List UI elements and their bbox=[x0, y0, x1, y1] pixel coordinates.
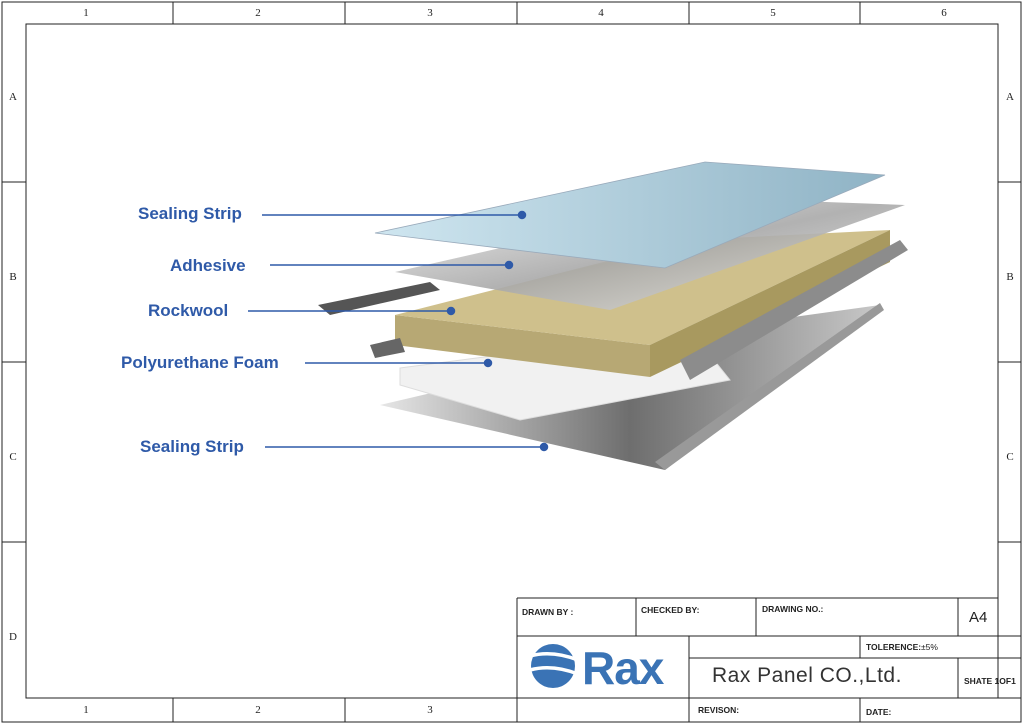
column-label: 1 bbox=[83, 704, 89, 716]
column-label: 2 bbox=[255, 704, 261, 716]
column-label: 6 bbox=[941, 7, 947, 19]
sheet-number: SHATE 1OF1 bbox=[964, 676, 1016, 686]
row-label: B bbox=[9, 271, 17, 283]
paper-size: A4 bbox=[969, 609, 988, 626]
row-label: A bbox=[9, 91, 17, 103]
right-rail bbox=[680, 240, 908, 380]
company-name: Rax Panel CO.,Ltd. bbox=[712, 664, 902, 687]
callout-rockwool: Rockwool bbox=[148, 301, 229, 320]
drawing-no-label: DRAWING NO.: bbox=[762, 604, 824, 614]
top-blue-sheet bbox=[374, 161, 886, 269]
rockwool-end bbox=[650, 230, 890, 377]
tolerance-value: ±5% bbox=[921, 642, 938, 652]
row-label: D bbox=[9, 631, 17, 643]
column-label: 1 bbox=[83, 7, 89, 19]
checked-by-label: CHECKED BY: bbox=[641, 605, 700, 615]
tolerance-label: TOLERENCE: bbox=[866, 642, 922, 652]
row-label: B bbox=[1006, 271, 1014, 283]
column-label: 2 bbox=[255, 7, 261, 19]
column-label: 5 bbox=[770, 7, 776, 19]
rax-logo-text: Rax bbox=[582, 642, 664, 694]
callout-sealing-strip-bottom: Sealing Strip bbox=[140, 437, 244, 456]
callout-polyurethane-foam: Polyurethane Foam bbox=[121, 353, 279, 372]
panel-illustration bbox=[318, 161, 908, 470]
drawn-by-label: DRAWN BY : bbox=[522, 607, 574, 617]
row-label: C bbox=[1006, 451, 1014, 463]
column-label: 4 bbox=[598, 7, 604, 19]
bottom-right-rail bbox=[655, 303, 884, 470]
left-rail bbox=[318, 282, 440, 315]
callout-sealing-strip-top: Sealing Strip bbox=[138, 204, 242, 223]
column-label: 3 bbox=[427, 704, 433, 716]
rockwool-side bbox=[395, 315, 650, 377]
date-label: DATE: bbox=[866, 707, 892, 717]
rax-logo-globe-icon bbox=[529, 644, 579, 688]
callout-adhesive: Adhesive bbox=[170, 256, 246, 275]
column-label: 3 bbox=[427, 7, 433, 19]
left-rail-lower bbox=[370, 338, 405, 358]
row-label: A bbox=[1006, 91, 1014, 103]
row-label: C bbox=[9, 451, 17, 463]
revision-label: REVISON: bbox=[698, 705, 740, 715]
